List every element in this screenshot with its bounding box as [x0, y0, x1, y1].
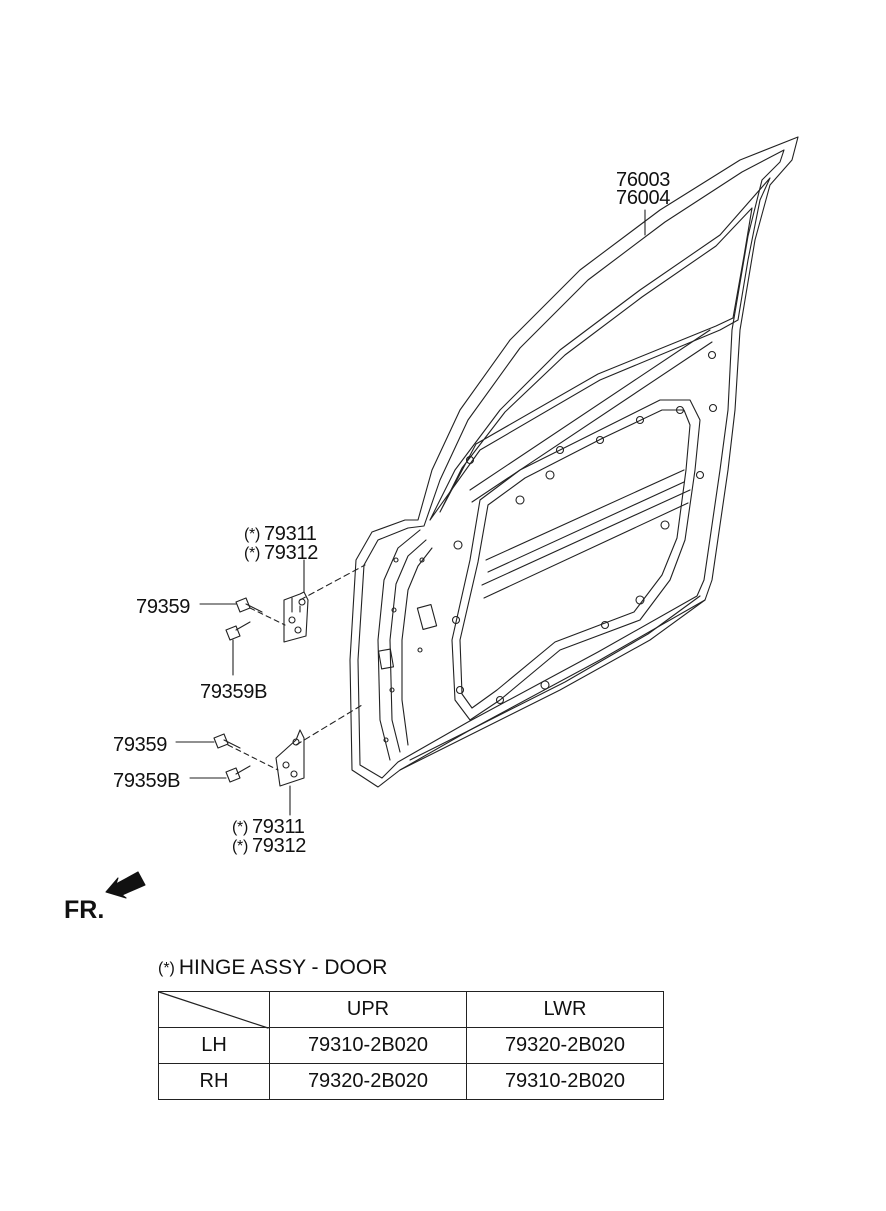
asterisk-marker: (*)	[232, 819, 248, 836]
table-header-row: UPR LWR	[158, 991, 664, 1028]
label-upper-79359: 79359	[136, 596, 191, 618]
front-door-panel	[349, 136, 799, 788]
part-number: 79312	[251, 835, 307, 857]
asterisk-marker: (*)	[244, 526, 260, 543]
part-number: 79311	[263, 523, 317, 545]
table-row: RH 79320-2B020 79310-2B020	[158, 1063, 664, 1100]
column-header-upr: UPR	[269, 991, 467, 1028]
label-upper-79311: (*)79311	[244, 524, 317, 545]
cell-upr: 79320-2B020	[269, 1063, 467, 1100]
row-side: RH	[158, 1063, 270, 1100]
cell-upr: 79310-2B020	[269, 1027, 467, 1064]
asterisk-marker: (*)	[158, 960, 175, 977]
upper-bolt-79359	[199, 597, 286, 626]
row-side: LH	[158, 1027, 270, 1064]
lower-bolt-79359	[175, 733, 279, 771]
front-arrow-icon	[105, 871, 146, 899]
asterisk-marker: (*)	[232, 838, 248, 855]
hinge-part-table: UPR LWR LH 79310-2B020 79320-2B020 RH 79…	[158, 991, 664, 1100]
table-title: (*)HINGE ASSY - DOOR	[158, 956, 387, 980]
upper-bolt-79359B	[225, 621, 251, 676]
label-lower-79359B: 79359B	[113, 770, 181, 792]
cell-lwr: 79310-2B020	[466, 1063, 664, 1100]
table-corner-cell	[158, 991, 270, 1028]
label-upper-79359B: 79359B	[200, 681, 268, 703]
label-lower-79312: (*)79312	[232, 836, 306, 857]
cell-lwr: 79320-2B020	[466, 1027, 664, 1064]
label-lower-79359: 79359	[113, 734, 168, 756]
label-upper-79312: (*)79312	[244, 543, 318, 564]
column-header-lwr: LWR	[466, 991, 664, 1028]
part-number: 79312	[263, 542, 319, 564]
front-indicator: FR.	[64, 896, 105, 924]
asterisk-marker: (*)	[244, 545, 260, 562]
upper-hinge	[283, 559, 366, 643]
label-lower-79311: (*)79311	[232, 817, 305, 838]
label-76004: 76004	[616, 187, 671, 209]
lower-hinge	[275, 704, 363, 816]
label-76003: 76003	[616, 169, 671, 191]
table-row: LH 79310-2B020 79320-2B020	[158, 1027, 664, 1064]
panel-holes	[383, 350, 718, 743]
part-number: 79311	[251, 816, 305, 838]
table-title-text: HINGE ASSY - DOOR	[178, 956, 388, 979]
lower-bolt-79359B	[189, 765, 251, 783]
